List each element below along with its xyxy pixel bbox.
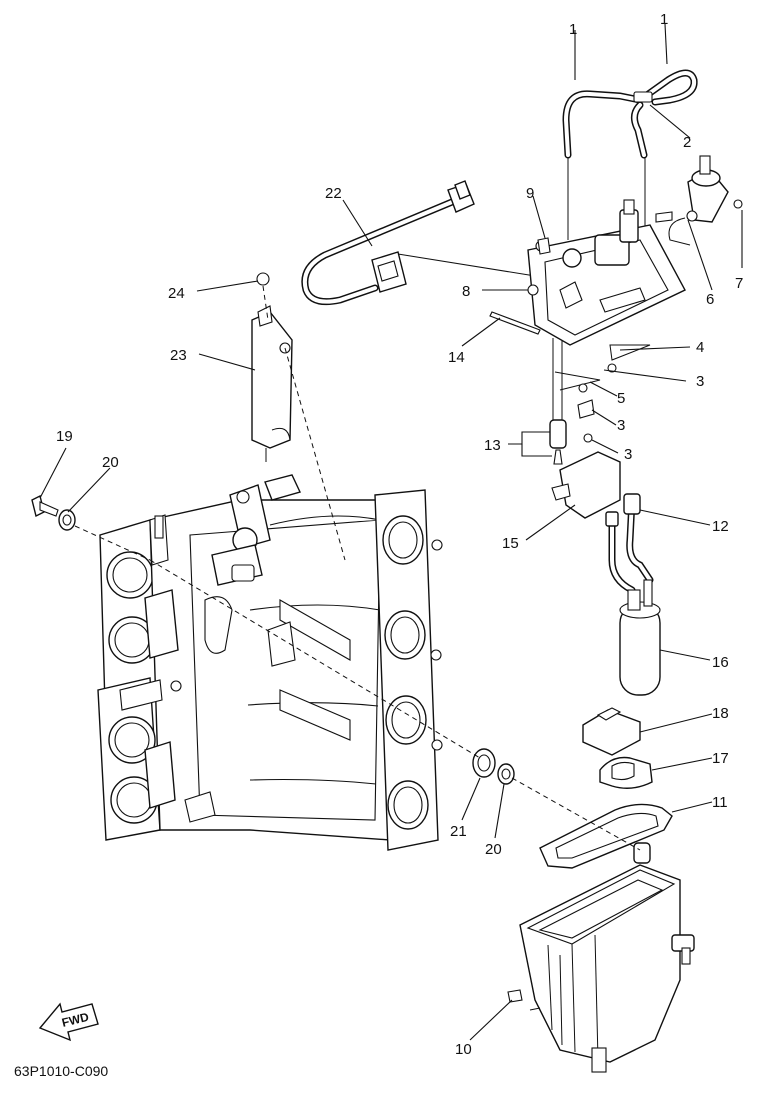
callout-8: 8 (462, 283, 470, 300)
damper (599, 756, 653, 789)
callout-2: 2 (683, 134, 691, 151)
pressure-regulator (655, 155, 743, 246)
callout-19: 19 (56, 428, 73, 445)
callout-1a: 1 (569, 21, 577, 38)
screw-10 (507, 989, 523, 1003)
callout-6: 6 (706, 291, 714, 308)
callout-7: 7 (735, 275, 743, 292)
callout-18: 18 (712, 705, 729, 722)
callout-4: 4 (696, 339, 704, 356)
assembly-lines (74, 285, 641, 851)
callout-20a: 20 (102, 454, 119, 471)
leader-lines (39, 23, 743, 1041)
fuel-filter (582, 707, 641, 756)
fuel-pump-bracket (551, 451, 621, 519)
callout-16: 16 (712, 654, 729, 671)
injector (549, 419, 567, 465)
callout-20b: 20 (485, 841, 502, 858)
callout-3c: 3 (624, 446, 632, 463)
vapor-separator-cover (527, 199, 686, 443)
diagram-code: 63P1010-C090 (14, 1063, 108, 1079)
fwd-label: FWD (60, 1010, 90, 1030)
bolt-19 (31, 494, 59, 518)
fwd-arrow: FWD (38, 1002, 99, 1042)
callout-23: 23 (170, 347, 187, 364)
fuel-rail (251, 272, 293, 462)
gasket (539, 803, 673, 869)
callout-9: 9 (526, 185, 534, 202)
callout-22: 22 (325, 185, 342, 202)
callout-12: 12 (712, 518, 729, 535)
callout-labels: 1 1 2 9 22 7 6 8 24 14 4 3 5 3 23 13 3 1… (56, 11, 743, 1058)
wire-harness (301, 180, 561, 306)
callout-17: 17 (712, 750, 729, 767)
callout-13: 13 (484, 437, 501, 454)
callout-10: 10 (455, 1041, 472, 1058)
washer-20-right (497, 763, 515, 785)
callout-15: 15 (502, 535, 519, 552)
fuel-hose-assembly (562, 69, 698, 240)
float-chamber (519, 842, 695, 1073)
washer-20-left (58, 509, 76, 531)
callout-14: 14 (448, 349, 465, 366)
pin (489, 311, 541, 335)
fuel-pump (605, 493, 661, 696)
callout-3b: 3 (617, 417, 625, 434)
callout-11: 11 (712, 794, 728, 811)
callout-5: 5 (617, 390, 625, 407)
callout-3a: 3 (696, 373, 704, 390)
intake-manifold (97, 474, 443, 851)
callout-21: 21 (450, 823, 467, 840)
callout-24: 24 (168, 285, 185, 302)
grommet-21 (472, 748, 496, 778)
callout-1b: 1 (660, 11, 668, 28)
